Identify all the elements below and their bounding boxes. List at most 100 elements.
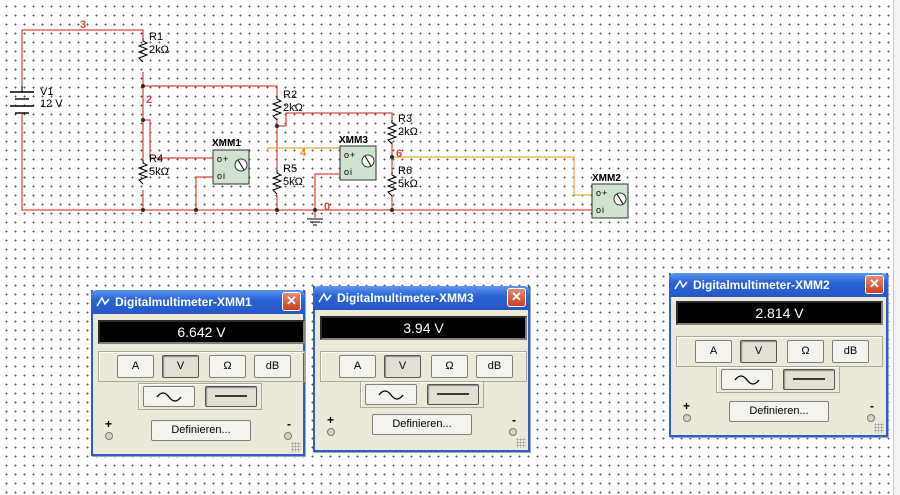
canvas-scrollbar-edge[interactable] — [893, 0, 900, 495]
resistor-value: 2kΩ — [283, 102, 303, 114]
define-button[interactable]: Definieren... — [729, 401, 829, 422]
minus-terminal-label: - — [870, 399, 874, 413]
resistor-name: R1 — [149, 31, 163, 43]
dialog-xmm3[interactable]: Digitalmultimeter-XMM3 ✕ 3.94 V A V Ω dB… — [313, 286, 530, 452]
wire-xmm3-minus[interactable] — [314, 173, 340, 210]
wire-node-3[interactable] — [21, 29, 144, 92]
dialog-title: Digitalmultimeter-XMM2 — [693, 278, 830, 292]
svg-text:i: i — [602, 205, 604, 215]
svg-text:o: o — [217, 154, 222, 164]
junction — [313, 208, 317, 212]
junction — [194, 208, 198, 212]
plus-terminal-label: + — [683, 399, 691, 413]
wire-xmm1-minus[interactable] — [195, 176, 214, 210]
dialog-titlebar[interactable]: Digitalmultimeter-XMM3 ✕ — [313, 286, 530, 310]
dc-mode-button[interactable] — [783, 369, 835, 390]
v1-value: 12 V — [40, 98, 63, 110]
dc-mode-button[interactable] — [427, 384, 479, 405]
close-icon[interactable]: ✕ — [865, 275, 884, 294]
ohmmeter-button[interactable]: Ω — [787, 340, 824, 363]
multisim-app-icon — [674, 279, 688, 290]
define-button[interactable]: Definieren... — [372, 414, 472, 435]
resistor-value: 5kΩ — [283, 176, 303, 188]
resistor-value: 5kΩ — [398, 178, 418, 190]
ac-mode-button[interactable] — [721, 369, 773, 390]
multimeter-xmm2[interactable]: o + o i — [591, 183, 629, 219]
plus-terminal-label: + — [105, 417, 113, 431]
resize-grip[interactable] — [516, 438, 526, 448]
voltmeter-button[interactable]: V — [384, 355, 421, 378]
decibel-button[interactable]: dB — [476, 355, 513, 378]
resistor-r2[interactable] — [271, 96, 283, 121]
voltmeter-button[interactable]: V — [162, 355, 199, 378]
resistor-r3[interactable] — [386, 120, 398, 145]
close-icon[interactable]: ✕ — [507, 288, 526, 307]
resistor-r6[interactable] — [386, 172, 398, 197]
close-icon[interactable]: ✕ — [282, 292, 301, 311]
resistor-r5[interactable] — [271, 170, 283, 195]
ac-mode-button[interactable] — [365, 384, 417, 405]
resistor-r4[interactable] — [137, 160, 149, 185]
minus-terminal[interactable] — [509, 428, 517, 436]
dialog-titlebar[interactable]: Digitalmultimeter-XMM1 ✕ — [91, 290, 305, 314]
sine-wave-icon — [378, 390, 404, 400]
wire-v1-ground[interactable] — [21, 113, 595, 211]
define-button[interactable]: Definieren... — [151, 420, 251, 441]
junction — [390, 208, 394, 212]
ammeter-button[interactable]: A — [117, 355, 154, 378]
dc-mode-button[interactable] — [205, 386, 257, 407]
plus-terminal[interactable] — [327, 428, 335, 436]
ohmmeter-button[interactable]: Ω — [431, 355, 468, 378]
multisim-app-icon — [318, 292, 332, 303]
svg-text:o: o — [344, 167, 349, 177]
decibel-button[interactable]: dB — [254, 355, 291, 378]
function-buttons: A V Ω dB — [98, 351, 305, 382]
junction — [275, 208, 279, 212]
resize-grip[interactable] — [874, 423, 884, 433]
ground-symbol — [307, 218, 323, 226]
voltmeter-button[interactable]: V — [740, 340, 777, 363]
wire-node-4[interactable] — [267, 147, 340, 152]
wire-node-6[interactable] — [392, 156, 592, 196]
wire-node-2[interactable] — [142, 72, 278, 96]
minus-terminal[interactable] — [867, 414, 875, 422]
svg-text:i: i — [223, 171, 225, 181]
dialog-title: Digitalmultimeter-XMM1 — [115, 295, 252, 309]
node-label-6: 6 — [396, 148, 402, 160]
junction — [141, 208, 145, 212]
svg-text:o: o — [344, 150, 349, 160]
svg-text:+: + — [350, 150, 355, 160]
multimeter-xmm1[interactable]: o + o i — [212, 149, 250, 185]
ohmmeter-button[interactable]: Ω — [209, 355, 246, 378]
dialog-xmm1[interactable]: Digitalmultimeter-XMM1 ✕ 6.642 V A V Ω d… — [91, 290, 305, 456]
wire-r2-r3[interactable] — [276, 112, 393, 127]
dialog-xmm2[interactable]: Digitalmultimeter-XMM2 ✕ 2.814 V A V Ω d… — [669, 273, 888, 437]
resistor-value: 2kΩ — [149, 44, 169, 56]
resize-grip[interactable] — [291, 442, 301, 452]
plus-terminal[interactable] — [105, 432, 113, 440]
v1-name: V1 — [40, 86, 53, 98]
minus-terminal[interactable] — [284, 432, 292, 440]
dc-line-icon — [215, 395, 247, 397]
resistor-name: R3 — [398, 113, 412, 125]
ammeter-button[interactable]: A — [339, 355, 376, 378]
wire-xmm1-plus[interactable] — [143, 119, 214, 159]
dc-line-icon — [793, 378, 825, 380]
node-label-3: 3 — [80, 19, 86, 31]
node-label-4: 4 — [300, 147, 307, 159]
resistor-r1[interactable] — [137, 38, 149, 63]
xmm2-label: XMM2 — [592, 173, 621, 184]
decibel-button[interactable]: dB — [832, 340, 869, 363]
battery-v1[interactable] — [10, 86, 34, 114]
plus-terminal[interactable] — [683, 414, 691, 422]
ac-mode-button[interactable] — [143, 386, 195, 407]
xmm1-label: XMM1 — [212, 138, 241, 149]
ammeter-button[interactable]: A — [695, 340, 732, 363]
resistor-name: R6 — [398, 165, 412, 177]
multimeter-xmm3[interactable]: o + o i — [339, 145, 377, 181]
sine-wave-icon — [734, 375, 760, 385]
reading-display: 6.642 V — [98, 320, 305, 344]
dialog-titlebar[interactable]: Digitalmultimeter-XMM2 ✕ — [669, 273, 888, 297]
resistor-name: R2 — [283, 89, 297, 101]
